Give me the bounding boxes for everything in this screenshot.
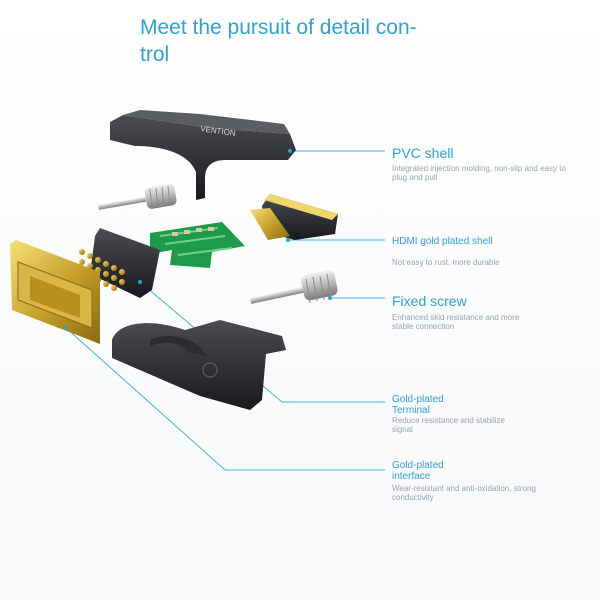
- callout-desc-fixed-screw: Enhanced skid resistance and more stable…: [392, 313, 520, 331]
- gold-plated-interface: [10, 240, 100, 344]
- leader-interface: [65, 327, 385, 471]
- title-line-1: Meet the pursuit of detail con-: [140, 16, 417, 39]
- pvc-shell-top: VENTION: [110, 110, 296, 200]
- leader-terminal: [139, 281, 385, 403]
- callout-desc-hdmi-shell: Not easy to rust, more durable: [392, 258, 500, 267]
- leader-lines: [65, 150, 385, 471]
- callout-label-interface: Gold-plated interface: [392, 460, 444, 482]
- pcb-board: [150, 222, 245, 268]
- page-title: Meet the pursuit of detail con- trol: [140, 14, 470, 68]
- hdmi-gold-shell: [250, 194, 338, 242]
- callout-label-terminal: Gold-plated Terminal: [392, 394, 444, 416]
- callout-label-fixed-screw: Fixed screw: [392, 293, 467, 309]
- hdmi-shell-marker: [286, 238, 290, 242]
- terminal-marker: [138, 280, 142, 284]
- title-line-2: trol: [140, 43, 170, 66]
- callout-label-hdmi-shell: HDMI gold plated shell: [392, 236, 493, 247]
- gold-plated-terminal: [79, 228, 160, 298]
- pvc-shell-marker: [288, 149, 292, 153]
- callout-desc-pvc-shell: Integrated injection molding, non-slip a…: [392, 164, 566, 182]
- fixed-screw-left: [97, 183, 177, 210]
- pvc-shell-bottom: [112, 320, 286, 410]
- callout-label-pvc-shell: PVC shell: [392, 145, 454, 161]
- fixed-screw-right: [250, 270, 338, 304]
- callout-desc-terminal: Reduce resistance and stabilize signal: [392, 416, 505, 434]
- fixed-screw-marker: [328, 296, 332, 300]
- interface-marker: [64, 326, 68, 330]
- callout-desc-interface: Wear-resistant and anti-oxidation, stron…: [392, 484, 536, 502]
